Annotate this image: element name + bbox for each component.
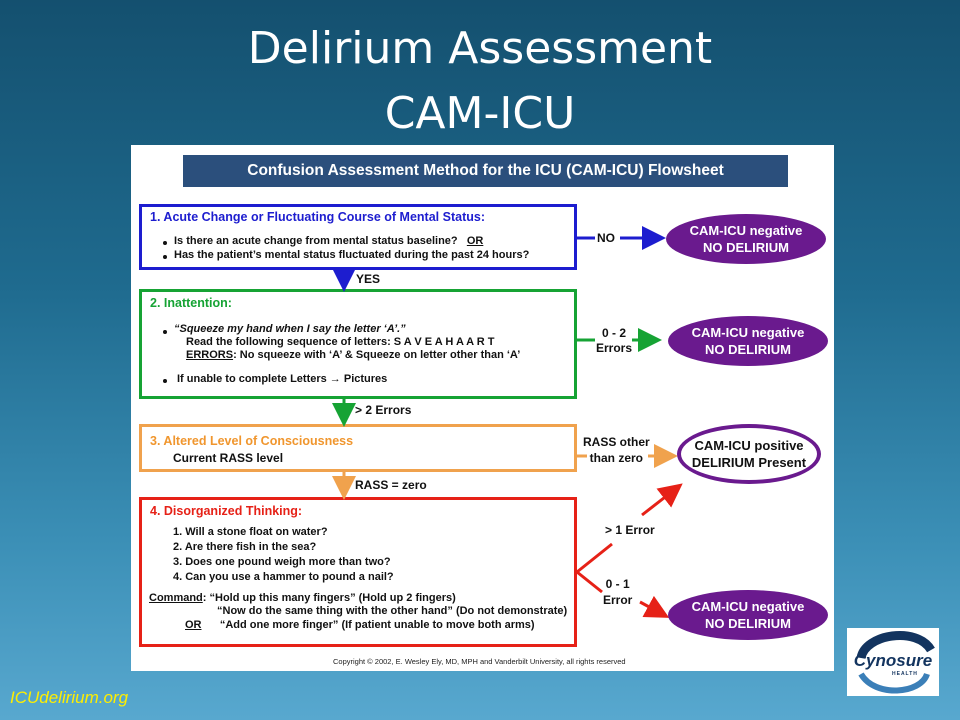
step2-letters: Read the following sequence of letters: … (186, 336, 495, 348)
step4-box (139, 497, 577, 647)
step1-title: 1. Acute Change or Fluctuating Course of… (150, 210, 485, 224)
logo-word: Cynosure (853, 651, 933, 670)
step4-q3: 3. Does one pound weigh more than two? (173, 556, 391, 568)
copyright-notice: Copyright © 2002, E. Wesley Ely, MD, MPH… (333, 657, 626, 666)
bullet-dot (163, 379, 167, 383)
step4-or: OR “Add one more finger” (If patient una… (185, 619, 535, 631)
bullet-dot (163, 255, 167, 259)
bullet-dot (163, 241, 167, 245)
step1-bullet2: Has the patient’s mental status fluctuat… (174, 249, 530, 261)
flowsheet-header: Confusion Assessment Method for the ICU … (183, 155, 788, 187)
step2-errors: ERRORS: No squeeze with ‘A’ & Squeeze on… (186, 349, 521, 361)
arrow-step4-split-down (576, 570, 603, 594)
logo-subtext: HEALTH (892, 671, 918, 677)
step4-q1: 1. Will a stone float on water? (173, 526, 328, 538)
arrow-step4-positive (641, 483, 683, 517)
step4-command: Command: “Hold up this many fingers” (Ho… (149, 592, 456, 604)
step4-title: 4. Disorganized Thinking: (150, 504, 303, 518)
step2-box (139, 289, 577, 399)
step2-bullet1: “Squeeze my hand when I say the letter ‘… (174, 323, 406, 335)
step2-bullet2: If unable to complete Letters → Pictures (177, 373, 388, 385)
logo-swoosh-icon (856, 631, 935, 694)
step4-command-line2: “Now do the same thing with the other ha… (217, 605, 568, 617)
step4-q2: 2. Are there fish in the sea? (173, 541, 317, 553)
step3-title: 3. Altered Level of Consciousness (150, 434, 354, 448)
arrow-step4-negative (639, 595, 670, 618)
step4-q4: 4. Can you use a hammer to pound a nail? (173, 571, 394, 583)
cynosure-logo: Cynosure HEALTH (847, 628, 939, 696)
label-no: NO (597, 231, 615, 245)
step3-line: Current RASS level (173, 451, 284, 465)
arrow-step4-split-up (576, 542, 613, 574)
label-rass-zero: RASS = zero (355, 478, 427, 492)
step3-box (139, 424, 577, 472)
label-gt2-errors: > 2 Errors (355, 403, 412, 417)
label-yes: YES (356, 272, 381, 286)
bullet-dot (163, 330, 167, 334)
slide-title-line2: CAM-ICU (384, 88, 576, 139)
footer-site-link[interactable]: ICUdelirium.org (10, 688, 129, 707)
step2-title: 2. Inattention: (150, 296, 232, 310)
label-gt1-error: > 1 Error (605, 523, 655, 537)
step1-bullet1: Is there an acute change from mental sta… (174, 235, 484, 247)
slide-title-line1: Delirium Assessment (247, 23, 713, 74)
step1-box (139, 204, 577, 270)
